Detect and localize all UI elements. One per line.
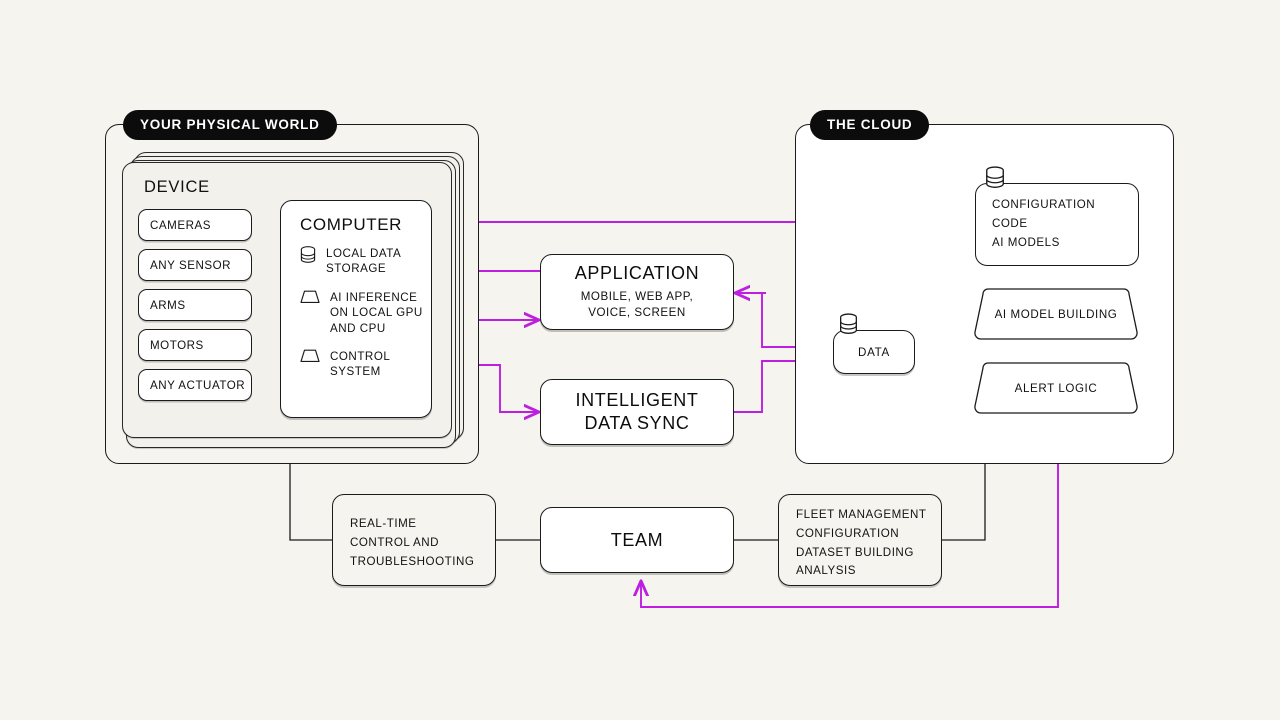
realtime-line-3: TROUBLESHOOTING [350,554,475,568]
alert-logic-node: ALERT LOGIC [972,362,1140,414]
peripheral-motors[interactable]: MOTORS [138,329,252,361]
computer-item-label: AI INFERENCE ON LOCAL GPU AND CPU [330,291,423,335]
peripheral-label: MOTORS [150,338,204,352]
ai-model-building-label: AI MODEL BUILDING [994,307,1118,321]
fleet-line-2: CONFIGURATION [796,526,900,540]
peripheral-cameras[interactable]: CAMERAS [138,209,252,241]
team-label: TEAM [610,529,664,550]
computer-item-ai-inference: AI INFERENCE ON LOCAL GPU AND CPU [300,290,428,336]
peripheral-label: CAMERAS [150,218,211,232]
peripheral-arms[interactable]: ARMS [138,289,252,321]
trapezoid-shape-icon [974,288,1138,340]
fleet-management-box: FLEET MANAGEMENT CONFIGURATION DATASET B… [778,494,942,586]
data-sync-line-2: DATA SYNC [584,413,690,433]
computer-item-local-data-storage: LOCAL DATA STORAGE [300,246,428,277]
data-label: DATA [858,345,890,359]
trapezoid-shape-icon [974,362,1138,414]
computer-title: COMPUTER [300,215,403,234]
application-title: APPLICATION [574,262,700,283]
fleet-line-1: FLEET MANAGEMENT [796,508,927,521]
peripheral-any-sensor[interactable]: ANY SENSOR [138,249,252,281]
device-title: DEVICE [144,178,210,196]
configuration-line-3: AI MODELS [992,235,1060,249]
fleet-line-3: DATASET BUILDING [796,545,914,559]
computer-item-label: LOCAL DATA STORAGE [326,247,402,276]
peripheral-any-actuator[interactable]: ANY ACTUATOR [138,369,252,401]
peripheral-label: ANY ACTUATOR [150,378,246,392]
wire-physical-to-realtime [289,463,332,541]
ai-model-building-node: AI MODEL BUILDING [972,288,1140,340]
database-icon [300,246,316,268]
computer-item-control-system: CONTROL SYSTEM [300,349,428,380]
peripheral-label: ARMS [150,298,186,312]
configuration-lines: CONFIGURATION CODE AI MODELS [992,196,1095,252]
computer-box: COMPUTER LOCAL DATA STORAGE AI INFERENCE… [280,200,432,418]
configuration-line-2: CODE [992,216,1028,230]
realtime-control-box: REAL-TIME CONTROL AND TROUBLESHOOTING [332,494,496,586]
data-box: DATA [833,330,915,374]
data-sync-line-1: INTELLIGENT [575,390,699,410]
configuration-box: CONFIGURATION CODE AI MODELS [975,183,1139,266]
computer-item-label: CONTROL SYSTEM [330,350,391,379]
database-icon [985,166,1005,195]
fleet-line-4: ANALYSIS [796,564,857,578]
peripheral-label: ANY SENSOR [150,258,232,272]
realtime-line-2: CONTROL AND [350,535,440,549]
realtime-line-1: REAL-TIME [350,517,417,530]
intelligent-data-sync-box: INTELLIGENT DATA SYNC [540,379,734,445]
database-icon [839,313,858,341]
alert-logic-label: ALERT LOGIC [1014,381,1098,395]
cloud-badge: THE CLOUD [810,110,930,140]
trapezoid-compute-icon [300,349,320,367]
configuration-line-1: CONFIGURATION [992,198,1096,211]
team-box: TEAM [540,507,734,573]
wire-fleet-to-cloud [942,463,986,541]
physical-world-badge: YOUR PHYSICAL WORLD [123,110,337,140]
application-subtitle: MOBILE, WEB APP, VOICE, SCREEN [580,289,694,319]
realtime-lines: REAL-TIME CONTROL AND TROUBLESHOOTING [350,515,474,571]
trapezoid-compute-icon [300,290,320,308]
fleet-lines: FLEET MANAGEMENT CONFIGURATION DATASET B… [796,506,927,581]
application-box: APPLICATION MOBILE, WEB APP, VOICE, SCRE… [540,254,734,330]
